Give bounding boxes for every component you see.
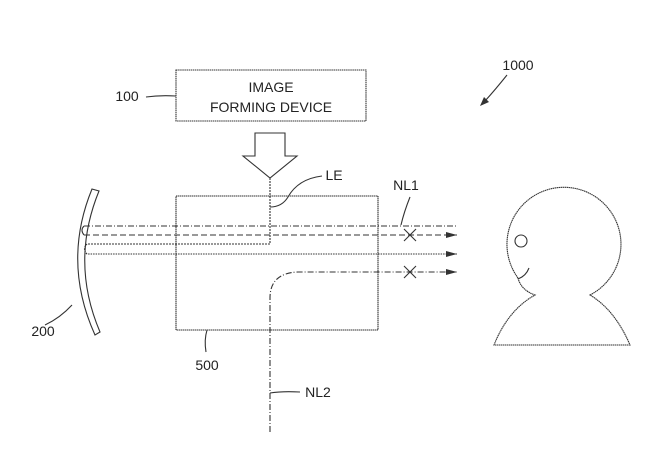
leader-100	[145, 95, 177, 98]
leader-le	[269, 175, 323, 208]
ray-dotted	[83, 243, 457, 257]
device-label-line2: FORMING DEVICE	[210, 99, 332, 115]
image-light-arrow	[241, 132, 299, 179]
leader-nl1	[400, 196, 411, 226]
ref-200: 200	[31, 323, 55, 339]
label-nl2: NL2	[305, 384, 331, 400]
waveguide-box	[175, 195, 379, 331]
image-light-path-le	[87, 178, 271, 245]
viewer-silhouette	[493, 186, 631, 346]
blocked-marker-upper	[403, 228, 417, 242]
viewer-figure	[493, 186, 631, 346]
ref-100: 100	[115, 88, 139, 104]
ray-nl2	[269, 269, 457, 432]
ref-1000: 1000	[502, 57, 533, 73]
viewer-mouth	[517, 267, 530, 280]
leader-1000	[484, 74, 508, 102]
image-forming-device: IMAGE FORMING DEVICE	[175, 69, 367, 122]
leader-500	[204, 329, 208, 353]
viewer-eye	[514, 234, 528, 248]
leader-1000-arrowhead	[480, 97, 489, 106]
label-nl1: NL1	[393, 177, 419, 193]
label-le: LE	[325, 167, 342, 183]
leader-200	[44, 304, 73, 326]
ref-500: 500	[195, 357, 219, 373]
ray-bend-1	[81, 225, 85, 236]
device-label-line1: IMAGE	[248, 79, 293, 95]
leader-nl2	[269, 391, 301, 394]
blocked-marker-lower	[403, 265, 417, 279]
combiner-mirror	[77, 188, 101, 336]
